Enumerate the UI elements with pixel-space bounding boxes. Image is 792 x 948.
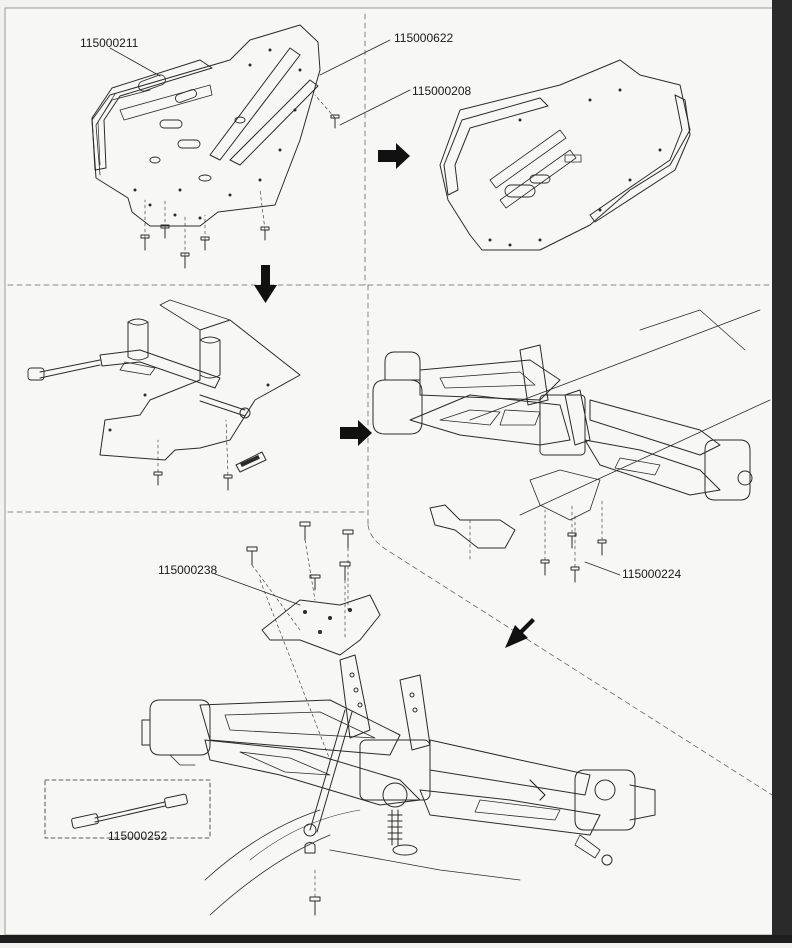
side-guard [91,59,213,171]
arrow-icon [505,618,535,648]
part-number-label: 115000238 [158,563,218,577]
arrow-icon [254,265,277,303]
tie-rod-callout-box [44,779,211,839]
shock-spring [387,809,403,846]
panel-dividers [7,13,781,801]
part-number-label: 115000211 [80,36,139,50]
chassis-plate-assembled [439,59,691,251]
panel-4-front-arms [372,309,771,583]
lower-arm [204,739,421,806]
steering-post [199,336,221,379]
screw-icon [540,532,607,583]
plate-slots [138,74,246,182]
lower-arm-left [409,394,571,446]
panel-1-chassis-exploded [91,24,411,269]
upper-arm [199,699,401,756]
part-number-label: 115000252 [108,829,168,843]
paper-sheet [4,7,774,936]
front-bumper [429,504,516,549]
upper-arm-right [429,739,591,796]
scan-edge-right [772,0,792,943]
tie-rod [39,359,101,379]
arrow-icon [378,143,410,169]
upper-arm-left [419,359,561,401]
shock-tower [564,389,591,446]
panel-2-chassis-assembled [439,59,691,251]
shock-tower [519,344,549,406]
tie-rod [94,801,166,823]
screw-icon [140,114,340,269]
top-plate [261,594,381,656]
part-number-label: 115000622 [394,31,454,45]
chassis-plate [91,24,321,227]
lower-arm-right [419,789,601,836]
part-number-label: 115000208 [412,84,472,98]
plate-holes [133,48,302,220]
panel-3-steering [27,299,301,491]
part-number-label: 115000224 [622,567,682,581]
right-hub [704,439,751,501]
chassis-plate-front [204,809,521,916]
screw-icon [246,521,354,916]
shock-tower [339,654,371,739]
upper-arm-right [589,399,721,456]
chassis-plate-front [99,319,301,461]
steering-link [309,709,353,833]
lower-arm-right [584,439,721,496]
left-hub [372,379,423,435]
panel-5-final-assembly [44,521,656,916]
right-hub [574,769,636,831]
bulkhead [539,394,586,456]
scan-edge-bottom [0,935,792,943]
steering-post [127,318,149,361]
arrow-icon [340,420,372,446]
tie-rod [199,394,246,417]
screw-icon [153,471,233,491]
